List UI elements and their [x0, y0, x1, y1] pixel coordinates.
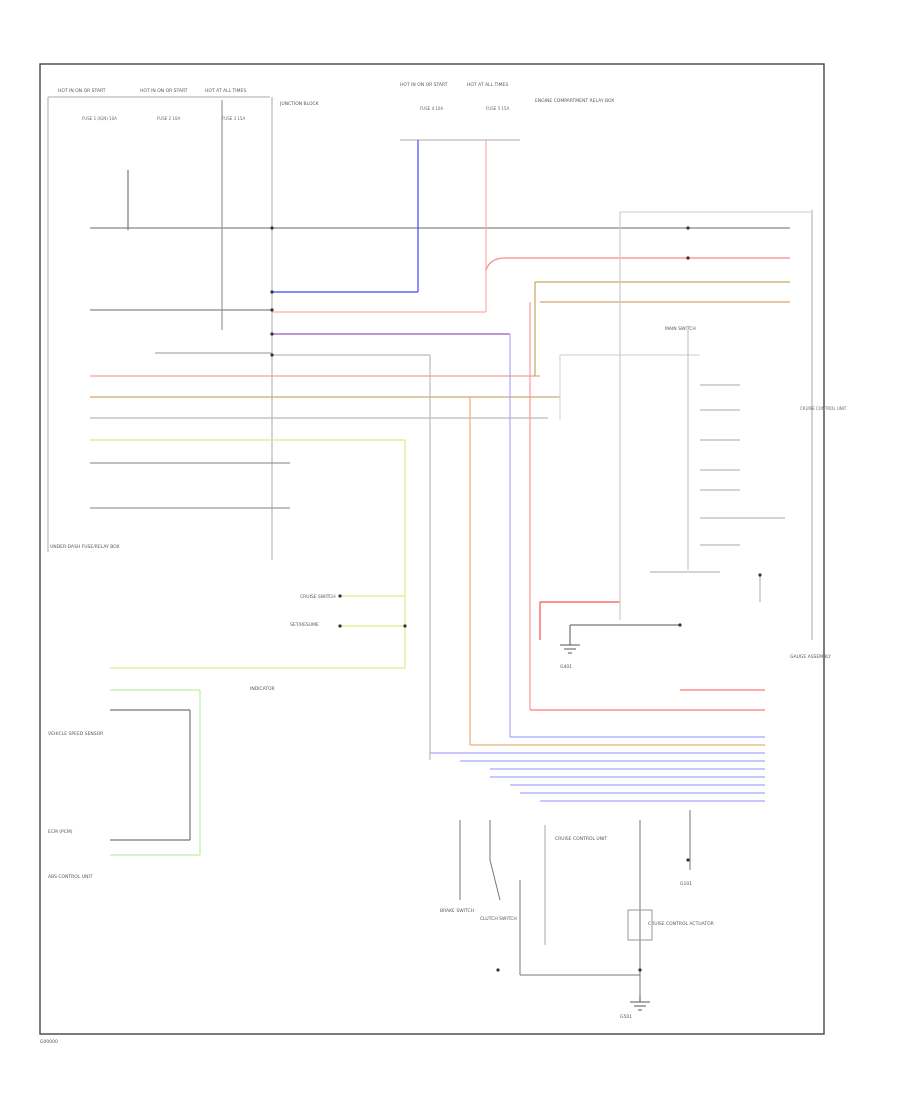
g401-label: G401 — [560, 664, 572, 670]
g501-label: G501 — [620, 1014, 632, 1020]
ccu-label: CRUISE CONTROL UNIT — [555, 836, 607, 842]
right-fuse-group: HOT IN ON OR START HOT AT ALL TIMES FUSE… — [400, 82, 614, 141]
underdash-label: UNDER-DASH FUSE/RELAY BOX — [50, 544, 120, 550]
main-switch-label: MAIN SWITCH — [665, 326, 696, 332]
fuse-2-label: HOT IN ON OR START — [140, 88, 188, 94]
ecm-left-label: ECM (PCM) — [48, 829, 73, 835]
fuse-3-label: HOT AT ALL TIMES — [205, 88, 246, 94]
gauge-label: GAUGE ASSEMBLY — [790, 654, 831, 660]
fuse-4-label: HOT IN ON OR START — [400, 82, 448, 88]
clutch-switch-label: CLUTCH SWITCH — [480, 916, 517, 922]
diagram-frame — [39, 63, 825, 1035]
fuse-3-name: FUSE 3 15A — [222, 116, 245, 121]
wire-junction-nodes — [270, 226, 762, 972]
vss-label: VEHICLE SPEED SENSOR — [48, 731, 103, 737]
ground-g501 — [630, 995, 650, 1011]
abs-label: ABS CONTROL UNIT — [48, 874, 93, 880]
ground-g401 — [560, 624, 680, 654]
indicator-label: INDICATOR — [250, 686, 275, 692]
fuse-1-name: FUSE 1 (IGN) 10A — [82, 116, 117, 121]
actuator-label: CRUISE CONTROL ACTUATOR — [648, 921, 714, 927]
g101-label: G101 — [680, 881, 692, 887]
top-fuse-group: HOT IN ON OR START HOT IN ON OR START HO… — [48, 88, 270, 121]
junction-block-label: JUNCTION BLOCK — [279, 101, 320, 107]
fuse-5-name: FUSE 5 15A — [486, 106, 509, 111]
switch-stack: MAIN SWITCH G401 — [559, 326, 785, 670]
engine-compartment-label: ENGINE COMPARTMENT RELAY BOX — [535, 98, 614, 104]
fuse-2-name: FUSE 2 10A — [157, 116, 180, 121]
cruise-switch-label: CRUISE SWITCH — [300, 594, 336, 600]
ccu-side-label: CRUISE CONTROL UNIT — [800, 406, 847, 411]
bottom-switches: BRAKE SWITCH CLUTCH SWITCH CRUISE CONTRO… — [440, 810, 714, 1020]
set-resume-label: SET/RESUME — [290, 622, 319, 628]
fuse-5-label: HOT AT ALL TIMES — [467, 82, 508, 88]
brake-switch-label: BRAKE SWITCH — [440, 908, 474, 914]
fuse-1-label: HOT IN ON OR START — [58, 88, 106, 94]
wire-bundle — [90, 100, 790, 856]
fuse-4-name: FUSE 4 10A — [420, 106, 443, 111]
footer-label: G00000 — [40, 1039, 58, 1045]
